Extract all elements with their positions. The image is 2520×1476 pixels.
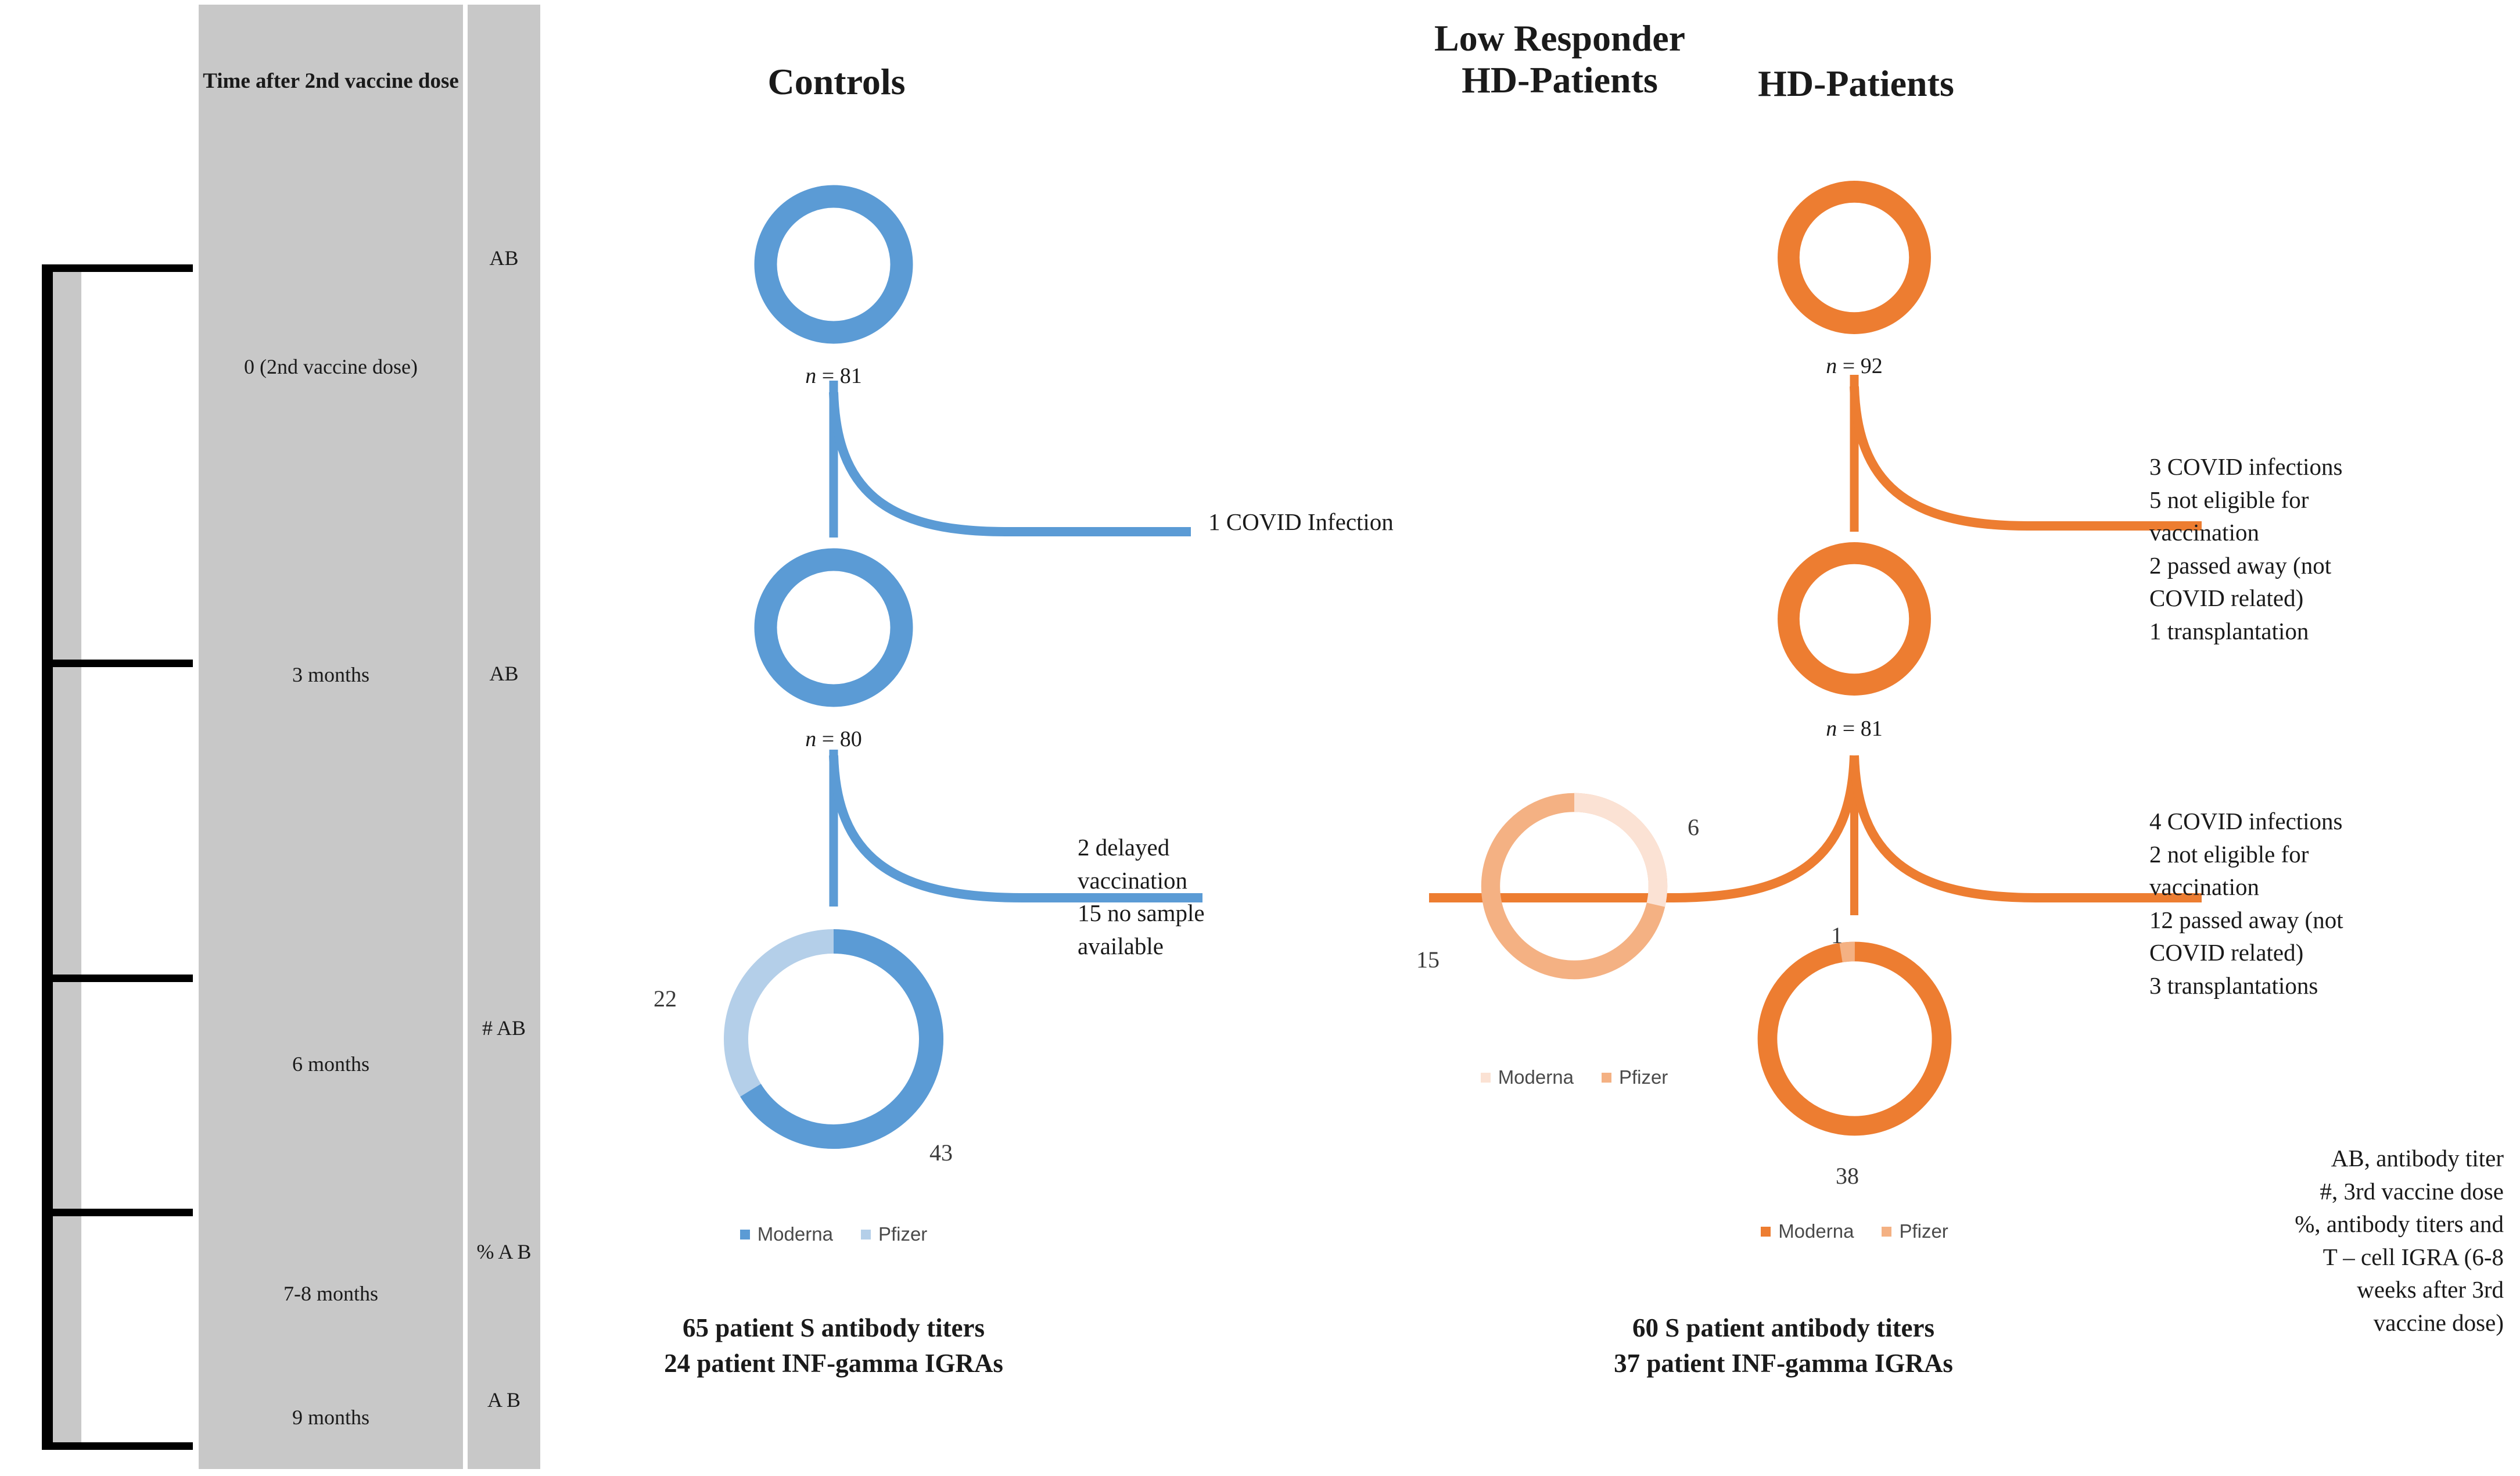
- bracket-fill: [46, 264, 81, 1450]
- controls-donut-3: [712, 917, 956, 1161]
- time-row-1: 3 months: [292, 663, 369, 686]
- legend-label-moderna: Moderna: [1498, 1066, 1574, 1088]
- time-column-header: Time after 2nd vaccine dose: [203, 69, 459, 93]
- marker-row-2: # AB: [482, 1016, 526, 1040]
- controls-summary: 65 patient S antibody titers 24 patient …: [664, 1313, 1003, 1378]
- controls-donut-1: [746, 177, 921, 352]
- legend-swatch-moderna: [1480, 1072, 1491, 1083]
- hd-patients-n-label-2: n = 81: [1826, 716, 1883, 741]
- timeline-tick-4: [42, 1442, 193, 1450]
- hd-patients-segment-label-moderna: 38: [1836, 1163, 1859, 1189]
- low-responder-legend: Moderna Pfizer: [1470, 1066, 1679, 1088]
- controls-legend: Moderna Pfizer: [712, 1223, 956, 1245]
- low-responder-donut: [1470, 782, 1679, 991]
- legend-label-pfizer: Pfizer: [1618, 1066, 1668, 1088]
- legend-item-pfizer: Pfizer: [1882, 1220, 1948, 1242]
- controls-donut-2: [746, 540, 921, 715]
- marker-column: AB AB # AB % A B A B: [468, 5, 540, 1469]
- legend-swatch-pfizer: [1882, 1226, 1892, 1237]
- controls-annotation-2: 2 delayed vaccination 15 no sample avail…: [1078, 834, 1205, 959]
- low-responder-segment-label-moderna: 6: [1688, 814, 1699, 840]
- controls-n-label-2: n = 80: [805, 727, 862, 751]
- legend-swatch-pfizer: [1601, 1072, 1611, 1083]
- hd-patients-donut-3: [1746, 930, 1963, 1148]
- legend-item-moderna: Moderna: [740, 1223, 833, 1245]
- low-responder-segment-label-pfizer: 15: [1416, 947, 1440, 973]
- hd-patients-legend: Moderna Pfizer: [1746, 1220, 1963, 1242]
- legend-item-pfizer: Pfizer: [1601, 1066, 1668, 1088]
- hd-patients-annotation-2: 4 COVID infections 2 not eligible for va…: [2149, 808, 2343, 999]
- legend-item-moderna: Moderna: [1761, 1220, 1854, 1242]
- legend-item-pfizer: Pfizer: [860, 1223, 928, 1245]
- hd-patients-donut-1: [1770, 173, 1939, 342]
- marker-row-1: AB: [489, 662, 519, 685]
- marker-row-3: % A B: [476, 1240, 532, 1263]
- controls-segment-label-pfizer: 22: [654, 986, 677, 1012]
- time-row-3: 7-8 months: [283, 1282, 378, 1305]
- legend-label-moderna: Moderna: [1778, 1220, 1854, 1242]
- low-responder-title: Low Responder HD-Patients: [1434, 17, 1686, 101]
- legend-swatch-moderna: [740, 1229, 750, 1239]
- legend-swatch-moderna: [1761, 1226, 1771, 1237]
- timeline-tick-2: [42, 975, 193, 982]
- controls-n-label-1: n = 81: [805, 364, 862, 388]
- timeline-tick-3: [42, 1209, 193, 1216]
- marker-row-4: A B: [487, 1388, 521, 1411]
- hd-patients-annotation-1: 3 COVID infections 5 not eligible for va…: [2149, 453, 2343, 644]
- abbreviation-footnote: AB, antibody titer #, 3rd vaccine dose %…: [2295, 1145, 2504, 1336]
- hd-patients-summary: 60 S patient antibody titers 37 patient …: [1614, 1313, 1953, 1378]
- legend-label-moderna: Moderna: [757, 1223, 833, 1245]
- time-row-4: 9 months: [292, 1406, 369, 1429]
- timeline-bracket: [17, 264, 193, 1450]
- time-row-0: 0 (2nd vaccine dose): [244, 355, 418, 378]
- controls-title: Controls: [767, 61, 906, 102]
- time-row-2: 6 months: [292, 1052, 369, 1076]
- time-column: Time after 2nd vaccine dose 0 (2nd vacci…: [199, 5, 463, 1469]
- hd-patients-donut-2: [1770, 535, 1939, 703]
- controls-annotation-1: 1 COVID Infection: [1208, 508, 1394, 535]
- hd-patients-segment-label-pfizer: 1: [1831, 922, 1843, 948]
- legend-item-moderna: Moderna: [1480, 1066, 1574, 1088]
- legend-label-pfizer: Pfizer: [878, 1223, 928, 1245]
- hd-patients-n-label-1: n = 92: [1826, 354, 1883, 378]
- marker-row-0: AB: [489, 246, 519, 270]
- controls-segment-label-moderna: 43: [929, 1140, 953, 1166]
- timeline-tick-0: [42, 264, 193, 272]
- timeline-tick-1: [42, 660, 193, 667]
- hd-patients-title: HD-Patients: [1758, 63, 1954, 104]
- legend-swatch-pfizer: [860, 1229, 871, 1239]
- legend-label-pfizer: Pfizer: [1899, 1220, 1948, 1242]
